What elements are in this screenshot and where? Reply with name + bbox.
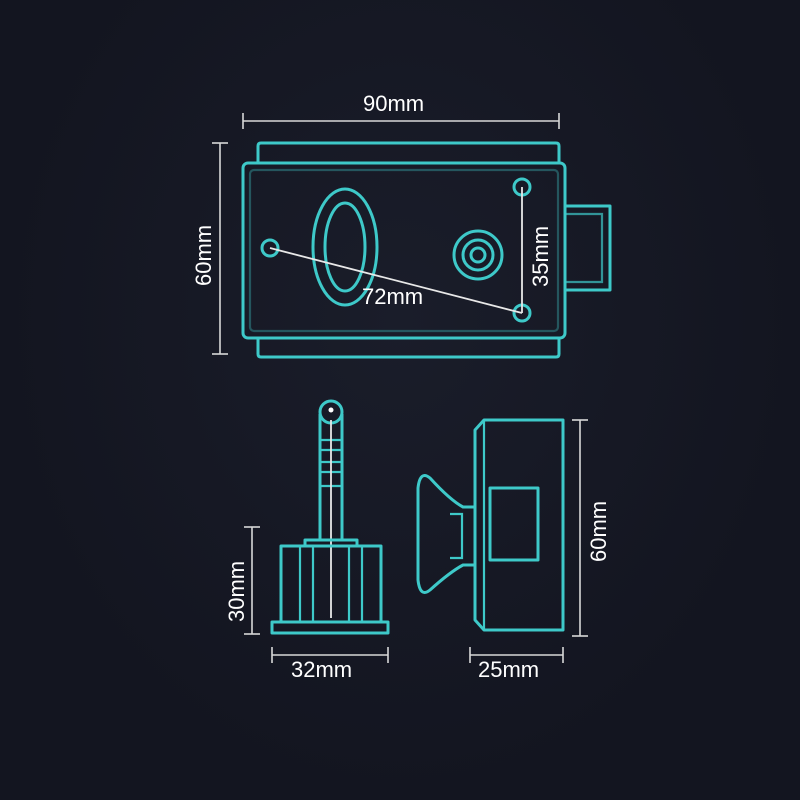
dim-90mm: 90mm [242, 91, 560, 129]
dim-25mm: 25mm [469, 647, 564, 682]
label-35mm: 35mm [528, 226, 553, 287]
label-60mm-front: 60mm [191, 225, 216, 286]
knob-base-ribs [298, 546, 364, 622]
knob-flange [270, 620, 390, 635]
label-72mm: 72mm [362, 284, 423, 309]
side-knob-neck [450, 512, 464, 560]
label-30mm: 30mm [224, 561, 249, 622]
front-back-plate [256, 141, 561, 359]
side-knob [416, 474, 477, 594]
screw-hole-left [260, 238, 280, 258]
dim-32mm: 32mm [271, 647, 389, 682]
bolt [565, 204, 612, 292]
side-view [416, 418, 565, 632]
dim-60mm-front: 60mm [191, 142, 228, 355]
spindle-tip-hole [328, 407, 334, 413]
round-button-outer [452, 229, 504, 281]
bolt-inner [565, 212, 604, 284]
label-60mm-side: 60mm [586, 501, 611, 562]
round-button-mid [461, 238, 495, 272]
label-25mm: 25mm [478, 657, 539, 682]
label-32mm: 32mm [291, 657, 352, 682]
front-body-inner [248, 168, 560, 333]
label-90mm: 90mm [363, 91, 424, 116]
oval-key-cylinder-inner [323, 201, 367, 293]
front-body [241, 161, 567, 340]
dim-60mm-side: 60mm [572, 419, 611, 637]
front-view: 72mm 35mm [241, 141, 612, 359]
dim-30mm: 30mm [224, 526, 260, 635]
side-bolt [488, 486, 540, 562]
oval-key-cylinder [311, 187, 379, 307]
diagonal-72-line [269, 247, 523, 314]
side-housing [473, 418, 565, 632]
round-button-inner [469, 246, 487, 264]
spindle-shaft [318, 414, 344, 540]
knob-view [270, 399, 390, 635]
